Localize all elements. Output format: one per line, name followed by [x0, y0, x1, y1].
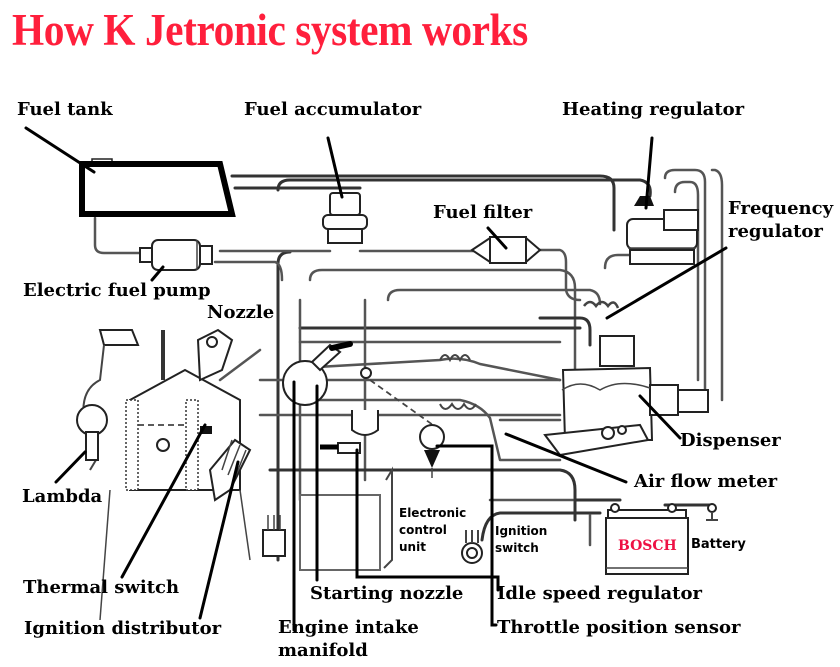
label-fuel-filter: Fuel filter	[433, 202, 533, 223]
label-idle-speed-regulator: Idle speed regulator	[497, 583, 702, 604]
fuel-tank	[79, 158, 236, 217]
label-heating-regulator: Heating regulator	[562, 99, 745, 120]
battery-brand: BOSCH	[618, 538, 677, 554]
label-electric-fuel-pump: Electric fuel pump	[23, 280, 211, 301]
label-engine-intake-manifold-line2: manifold	[278, 640, 368, 661]
label-battery: Battery	[691, 537, 746, 552]
label-fuel-accumulator: Fuel accumulator	[244, 99, 422, 120]
ignition-switch	[461, 511, 602, 564]
label-ecu-line1: Electronic	[399, 506, 467, 520]
throttle-position-sensor	[419, 424, 445, 478]
air-flow-meter	[498, 418, 650, 457]
dispenser	[561, 335, 709, 441]
label-engine-intake-manifold-line1: Engine intake	[278, 617, 419, 638]
air-duct	[298, 354, 562, 462]
battery	[588, 503, 718, 575]
frequency-regulator	[583, 300, 620, 309]
label-dispenser: Dispenser	[680, 430, 781, 451]
label-ignition-switch-line1: Ignition	[495, 524, 548, 538]
label-nozzle: Nozzle	[207, 302, 275, 323]
electric-fuel-pump	[139, 239, 213, 271]
page-title: How K Jetronic system works	[12, 5, 528, 55]
label-ecu-line2: control	[399, 523, 447, 537]
label-ignition-switch-line2: switch	[495, 541, 539, 555]
relay	[262, 515, 286, 557]
label-air-flow-meter: Air flow meter	[634, 471, 778, 492]
label-frequency-regulator-line2: regulator	[728, 221, 823, 242]
fuel-accumulator	[322, 192, 368, 244]
idle-speed-regulator	[320, 367, 441, 454]
label-throttle-position-sensor: Throttle position sensor	[497, 617, 741, 638]
label-lambda: Lambda	[22, 486, 103, 507]
label-ecu-line3: unit	[399, 540, 426, 554]
label-frequency-regulator: Frequency regulator	[728, 197, 833, 243]
label-engine-intake-manifold: Engine intake manifold	[278, 616, 419, 662]
label-frequency-regulator-line1: Frequency	[728, 198, 834, 219]
fuel-lines	[93, 168, 724, 562]
ignition-distributor	[208, 438, 252, 502]
label-ignition-switch: Ignition switch	[495, 523, 547, 557]
label-starting-nozzle: Starting nozzle	[310, 583, 464, 604]
heating-regulator	[626, 196, 699, 265]
label-ignition-distributor: Ignition distributor	[24, 618, 222, 639]
label-electronic-control-unit: Electronic control unit	[399, 505, 466, 556]
engine	[76, 328, 262, 621]
label-thermal-switch: Thermal switch	[23, 577, 180, 598]
leader-lines	[24, 126, 728, 632]
label-fuel-tank: Fuel tank	[17, 99, 113, 120]
electronic-control-unit	[299, 466, 393, 571]
fuel-filter	[470, 235, 542, 265]
